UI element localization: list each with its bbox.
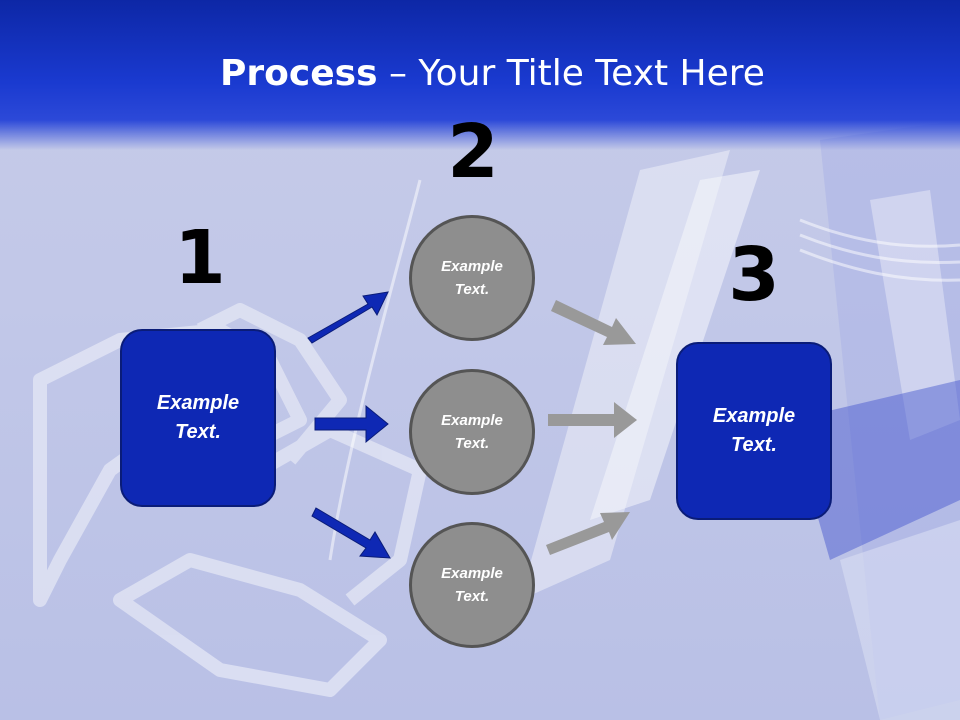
arrow-gray-right: [548, 402, 637, 438]
slide-title: Process – Your Title Text Here: [0, 52, 960, 96]
title-bold: Process: [220, 53, 378, 94]
wire-lines-art: [328, 179, 960, 561]
step-number-2: 2: [447, 109, 499, 195]
arrow-gray-up: [546, 512, 630, 555]
title-rest: – Your Title Text Here: [377, 53, 765, 94]
process-box-left-text: Example Text.: [156, 392, 240, 443]
step-number-3: 3: [728, 232, 780, 318]
process-circle-top: Example Text.: [409, 215, 535, 341]
film-strip-art: [520, 120, 960, 720]
process-circle-middle-text: Example Text.: [441, 412, 503, 452]
title-bar: [0, 0, 960, 150]
step-number-1: 1: [174, 215, 226, 301]
process-box-right: Example Text.: [676, 342, 832, 520]
process-circle-top-text: Example Text.: [441, 258, 503, 298]
process-box-left: Example Text.: [120, 329, 276, 507]
arrow-gray-down: [551, 300, 636, 345]
arrow-blue-up: [307, 291, 389, 344]
process-circle-bottom: Example Text.: [409, 522, 535, 648]
arrow-blue-right: [314, 404, 389, 444]
process-circle-middle: Example Text.: [409, 369, 535, 495]
process-box-right-text: Example Text.: [712, 405, 796, 456]
process-circle-bottom-text: Example Text.: [441, 565, 503, 605]
arrow-blue-down: [311, 507, 391, 559]
